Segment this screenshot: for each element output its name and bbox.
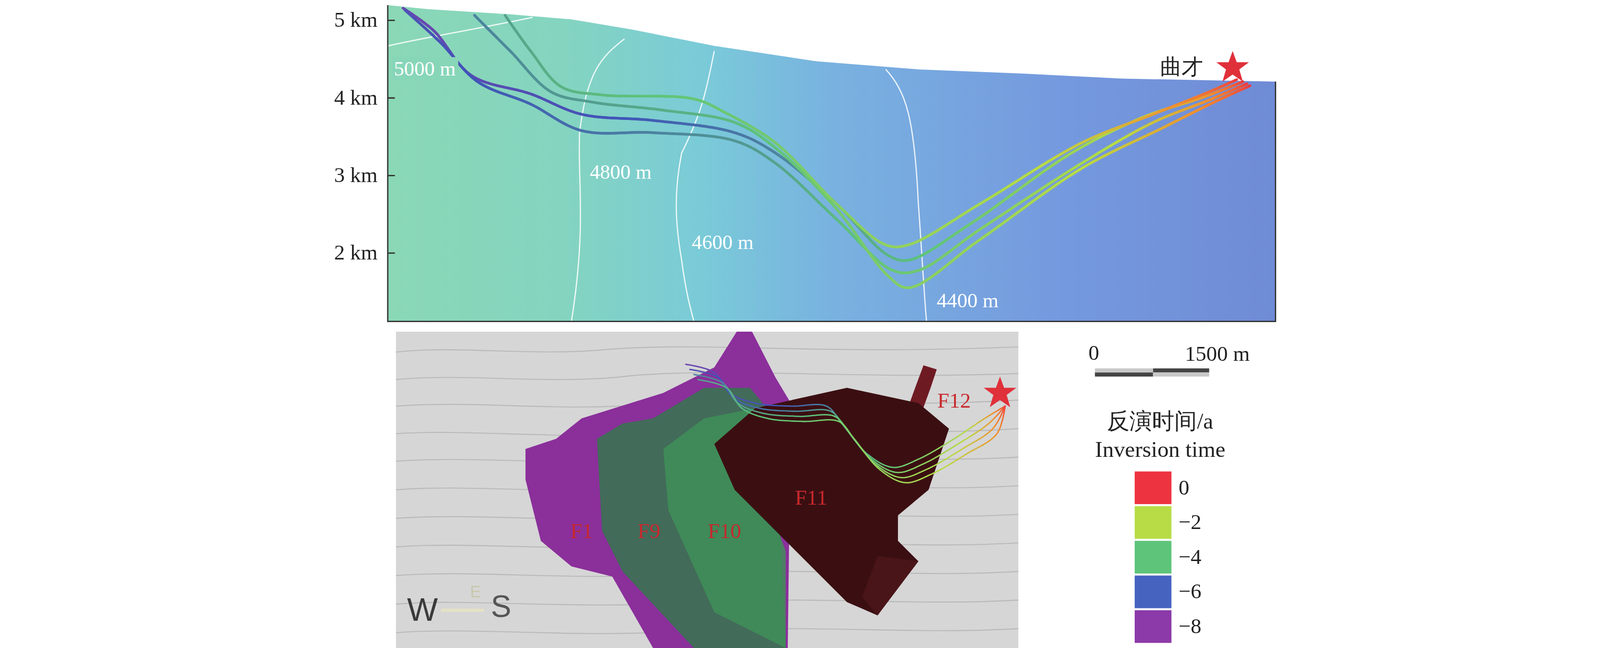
contour-line (885, 69, 927, 322)
section-ground (387, 5, 1276, 322)
location-star (1216, 51, 1250, 82)
trajectory-segment (1245, 83, 1248, 85)
strata-line (395, 347, 1019, 353)
trajectory-segment (833, 413, 835, 415)
trajectory (403, 8, 1243, 261)
trajectory (474, 15, 1250, 288)
trajectory-segment (719, 377, 721, 380)
trajectory-segment (835, 414, 837, 417)
view-ground (395, 331, 1019, 648)
section-frame (387, 5, 1276, 322)
trajectory (405, 10, 1247, 274)
axis-tick (387, 20, 395, 254)
contour-line (676, 51, 715, 322)
trajectory-segment (1235, 79, 1238, 81)
trajectory-segment (1249, 84, 1250, 88)
trajectory (504, 15, 1237, 248)
trajectory (685, 364, 1006, 468)
contour-line (387, 17, 533, 46)
fault-f11 (714, 387, 950, 616)
fault-f11-face (862, 556, 919, 616)
